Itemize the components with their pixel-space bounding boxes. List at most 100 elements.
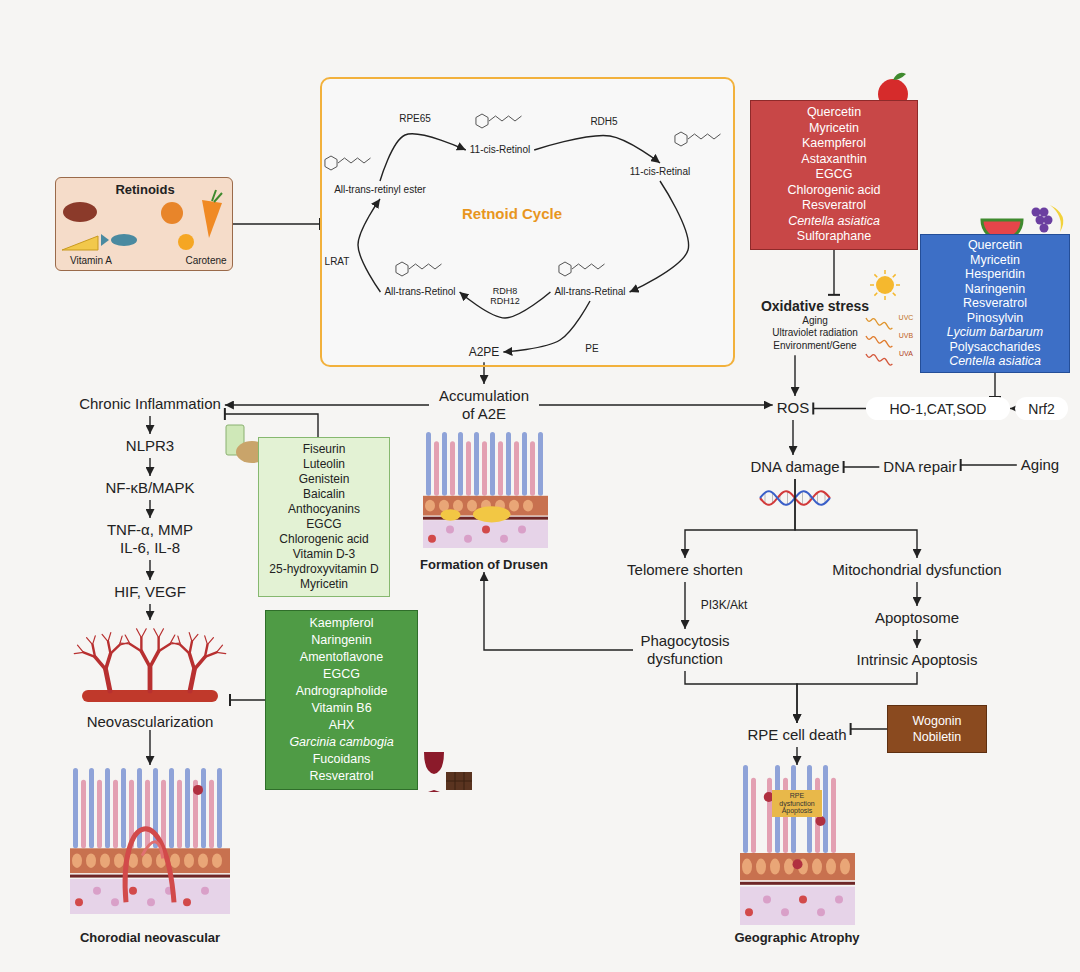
arrow-connector — [795, 479, 917, 558]
photoreceptor — [201, 768, 206, 848]
arrow-connector — [149, 604, 150, 620]
choroid-cell — [763, 895, 771, 903]
rpe-cell — [742, 859, 752, 875]
choroid-cell — [799, 895, 807, 903]
arrow-connector — [149, 458, 150, 476]
carrot-icon — [202, 200, 222, 238]
inhibition-connector — [225, 414, 318, 437]
photoreceptor — [751, 778, 756, 853]
rpe-cell — [72, 853, 82, 868]
node-text: Phagocytosis dysfunction — [637, 632, 733, 668]
vessel-branch — [192, 634, 198, 641]
vessel-branch — [141, 629, 146, 638]
photoreceptor — [514, 441, 519, 496]
vessel-branch — [102, 634, 108, 641]
vessel-branch — [120, 643, 130, 645]
cheese-icon — [62, 236, 98, 250]
process-label: Chronic Inflammation — [75, 392, 225, 416]
choroid-cell — [93, 887, 101, 895]
sun-ray — [884, 270, 886, 274]
node-text: Neovascularization — [87, 713, 214, 730]
vessel-branch — [189, 642, 191, 654]
node-text: Nobiletin — [913, 729, 962, 745]
photoreceptor — [73, 768, 78, 848]
arrow-connector — [149, 500, 150, 518]
choroid-cell — [111, 898, 119, 906]
source-box: RetinoidsVitamin ACarotene — [55, 177, 233, 271]
rpe-cell — [840, 859, 850, 875]
node-text: HIF, VEGF — [114, 583, 186, 601]
process-label: TNF-α, MMP IL-6, IL-8 — [100, 518, 200, 560]
dna-rung — [802, 491, 803, 505]
node-text: Luteolin — [261, 457, 387, 472]
molecule-chain — [338, 158, 371, 163]
node-text: Quercetin — [923, 238, 1067, 253]
process-label: Accumulation of A2E — [429, 384, 539, 426]
uv-wave — [866, 354, 892, 365]
node-text: Intrinsic Apoptosis — [857, 651, 978, 669]
photoreceptor — [482, 441, 487, 496]
sun-ray — [870, 284, 874, 286]
choroid-cell — [464, 535, 472, 543]
arrow-connector — [916, 582, 917, 606]
photoreceptor — [169, 768, 174, 848]
compound-list-box: FiseurinLuteolinGenisteinBaicalinAnthocy… — [258, 437, 390, 597]
choroid-cell — [781, 908, 789, 916]
arrow-connector — [358, 199, 380, 292]
arrow-connector — [484, 572, 633, 650]
choroid-layer — [423, 520, 548, 548]
sun-ray — [896, 284, 900, 286]
compound-label: A2PE — [465, 342, 504, 362]
vessel-branch — [150, 651, 159, 667]
node-text: Ultraviolet radiation — [761, 327, 869, 340]
node-text: Amentoflavone — [268, 649, 415, 666]
rpe-cell — [826, 859, 836, 875]
node-text: Apoptosome — [875, 609, 959, 627]
choroid-cell — [147, 898, 155, 906]
choroid-cell — [745, 908, 753, 916]
rpe-cell — [467, 500, 477, 512]
compound-label: All-trans-retinyl ester — [330, 181, 430, 199]
photoreceptor — [105, 768, 110, 848]
choroid-cell — [446, 525, 454, 533]
rpe-cell — [100, 853, 110, 868]
vessel-branch — [159, 629, 164, 638]
node-text: Resveratrol — [923, 296, 1067, 311]
choroid-cell — [500, 535, 508, 543]
node-text: Retnoid Cycle — [462, 205, 562, 222]
photoreceptor — [113, 780, 118, 849]
choroid-layer — [740, 887, 855, 925]
immune-cell — [816, 816, 826, 826]
carrot-leaf — [212, 190, 222, 202]
node-text: Telomere shorten — [627, 561, 743, 579]
vessel-branch — [190, 669, 194, 691]
node-text: Polysaccharides — [923, 340, 1067, 355]
node-text: NLPR3 — [126, 437, 174, 455]
annotation-label: UVC — [899, 314, 914, 322]
node-text: Chronic Inflammation — [79, 395, 221, 413]
inhibition-connector — [833, 250, 834, 295]
molecule-sketch — [675, 132, 721, 146]
drusen-deposit — [441, 509, 461, 521]
arrow-connector — [684, 582, 685, 629]
rpe-cell — [170, 853, 180, 868]
illustration-node: Neovascularization — [70, 620, 230, 730]
bruch-membrane — [740, 882, 855, 885]
molecule-chain — [688, 134, 721, 139]
molecule-ring — [559, 262, 571, 276]
node-text: Naringenin — [268, 632, 415, 649]
node-text: EGCG — [261, 517, 387, 532]
rpe-cell — [184, 853, 194, 868]
photoreceptor — [137, 768, 142, 848]
molecule-ring — [675, 132, 687, 146]
vessel-branch — [74, 652, 83, 653]
vessel-branch — [95, 657, 106, 670]
node-text: Accumulation of A2E — [433, 387, 535, 423]
vessel-branch — [217, 645, 223, 652]
arrow-connector — [916, 630, 917, 648]
wine-glass-icon — [424, 752, 444, 792]
node-text: Astaxanthin — [753, 152, 915, 168]
vessel-illustration — [74, 629, 225, 702]
vessel-branch — [157, 638, 159, 652]
